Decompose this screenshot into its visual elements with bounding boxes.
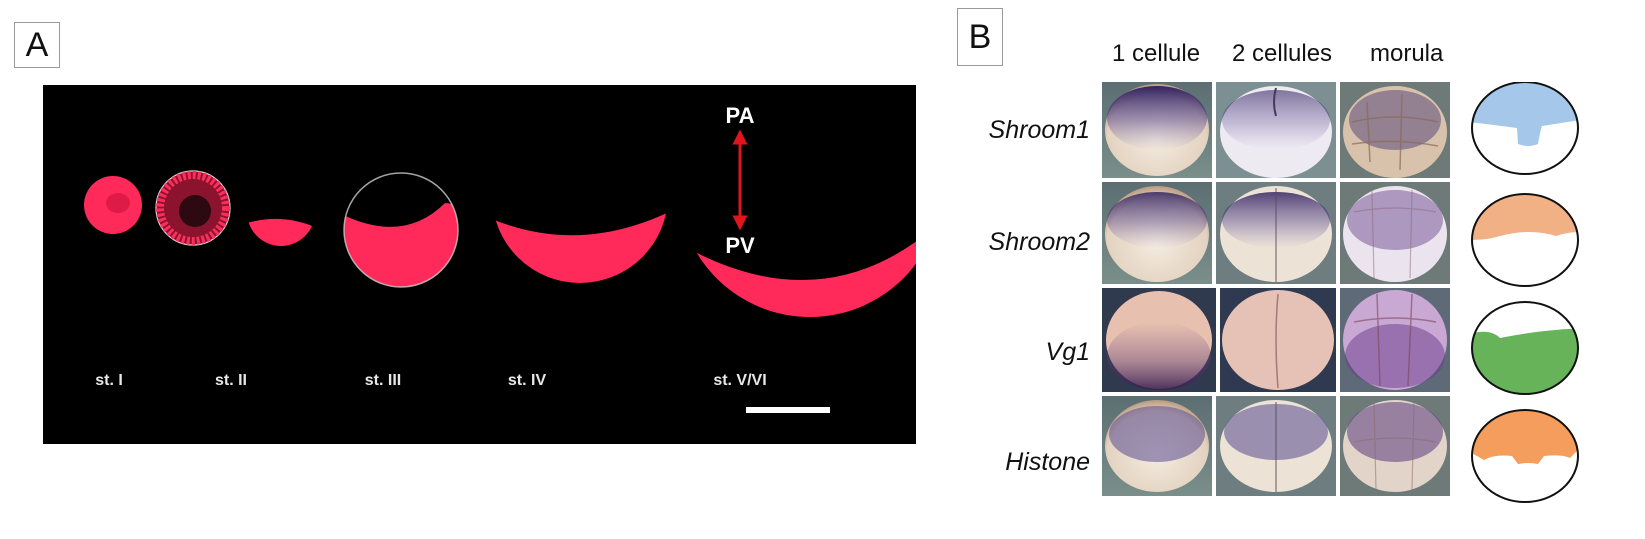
schematic-shroom1 [1471, 82, 1579, 175]
oocyte-stage-panel: PA PV st. I st. II st. III st. IV st. V/… [43, 85, 916, 444]
dark-background [43, 85, 916, 444]
schematic-vg1 [1471, 301, 1579, 395]
oocyte-stage-2 [155, 170, 231, 246]
oocyte-stage-3 [343, 172, 459, 288]
embryo-shroom1-morula [1340, 82, 1450, 178]
row-label-shroom2: Shroom2 [988, 228, 1090, 256]
pa-label: PA [726, 103, 755, 128]
embryo-histone-morula [1340, 396, 1450, 496]
embryo-vg1-1-cell [1102, 288, 1216, 392]
row-label-vg1: Vg1 [1045, 338, 1090, 366]
scale-bar [746, 407, 830, 413]
schematic-shroom2 [1471, 193, 1579, 287]
row-label-shroom1: Shroom1 [988, 116, 1090, 144]
panel-b-label: B [957, 8, 1003, 66]
embryo-shroom2-2-cells [1216, 182, 1336, 284]
stage-label: st. II [215, 372, 247, 389]
column-header-morula: morula [1370, 40, 1444, 67]
embryo-shroom1-1-cell [1102, 82, 1212, 178]
embryo-vg1-morula [1340, 288, 1450, 392]
stage-label: st. III [365, 372, 401, 389]
embryo-histone-1-cell [1102, 396, 1212, 496]
pv-label: PV [725, 233, 755, 258]
expression-schematics [1471, 82, 1579, 503]
embryo-vg1-2-cells [1220, 288, 1336, 392]
oocyte-stage-2b [247, 218, 315, 246]
stage-label: st. IV [508, 372, 547, 389]
embryo-shroom2-1-cell [1102, 182, 1212, 284]
embryo-shroom1-2-cells [1216, 82, 1336, 178]
column-header-1-cell: 1 cellule [1112, 40, 1201, 67]
embryo-grid [1102, 82, 1450, 496]
row-label-histone: Histone [1005, 448, 1090, 476]
stage-label: st. V/VI [713, 372, 766, 389]
embryo-histone-2-cells [1216, 396, 1336, 496]
oocyte-stage-1 [84, 176, 142, 234]
panel-a-label: A [14, 22, 60, 68]
embryo-shroom2-morula [1340, 182, 1450, 284]
stage-label: st. I [95, 372, 123, 389]
column-header-2-cells: 2 cellules [1232, 40, 1333, 67]
schematic-histone [1471, 409, 1579, 503]
